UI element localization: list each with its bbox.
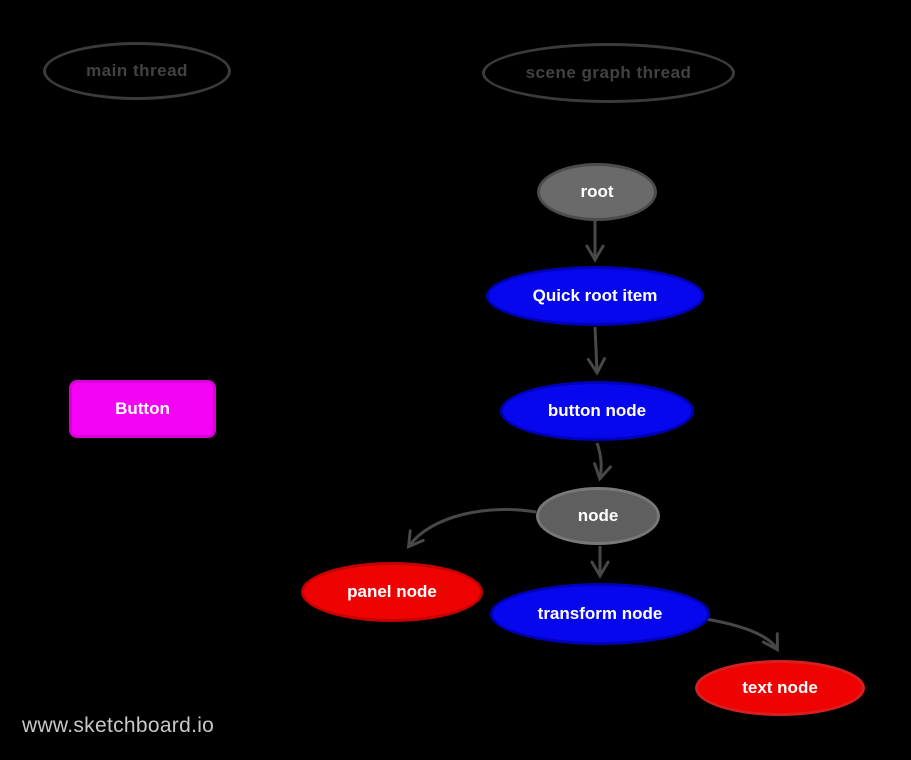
- node-transform-node[interactable]: transform node: [490, 583, 710, 645]
- node-panel-node[interactable]: panel node: [301, 562, 483, 622]
- edge-button-node-to-node[interactable]: [593, 442, 612, 482]
- button-shape[interactable]: Button: [69, 380, 216, 438]
- watermark-text: www.sketchboard.io: [22, 714, 215, 737]
- scene-graph-thread-ellipse[interactable]: scene graph thread: [482, 43, 735, 103]
- node-node[interactable]: node: [536, 487, 660, 545]
- node-quick-root-item[interactable]: Quick root item: [486, 266, 704, 326]
- edge-node-to-panel-node[interactable]: [406, 508, 537, 549]
- node-button-node[interactable]: button node: [500, 381, 694, 441]
- node-root[interactable]: root: [537, 163, 657, 221]
- edge-quick-root-item-to-button-node[interactable]: [586, 326, 607, 376]
- main-thread-ellipse[interactable]: main thread: [43, 42, 231, 100]
- node-text-node[interactable]: text node: [695, 660, 865, 716]
- edge-transform-node-to-text-node[interactable]: [705, 617, 779, 653]
